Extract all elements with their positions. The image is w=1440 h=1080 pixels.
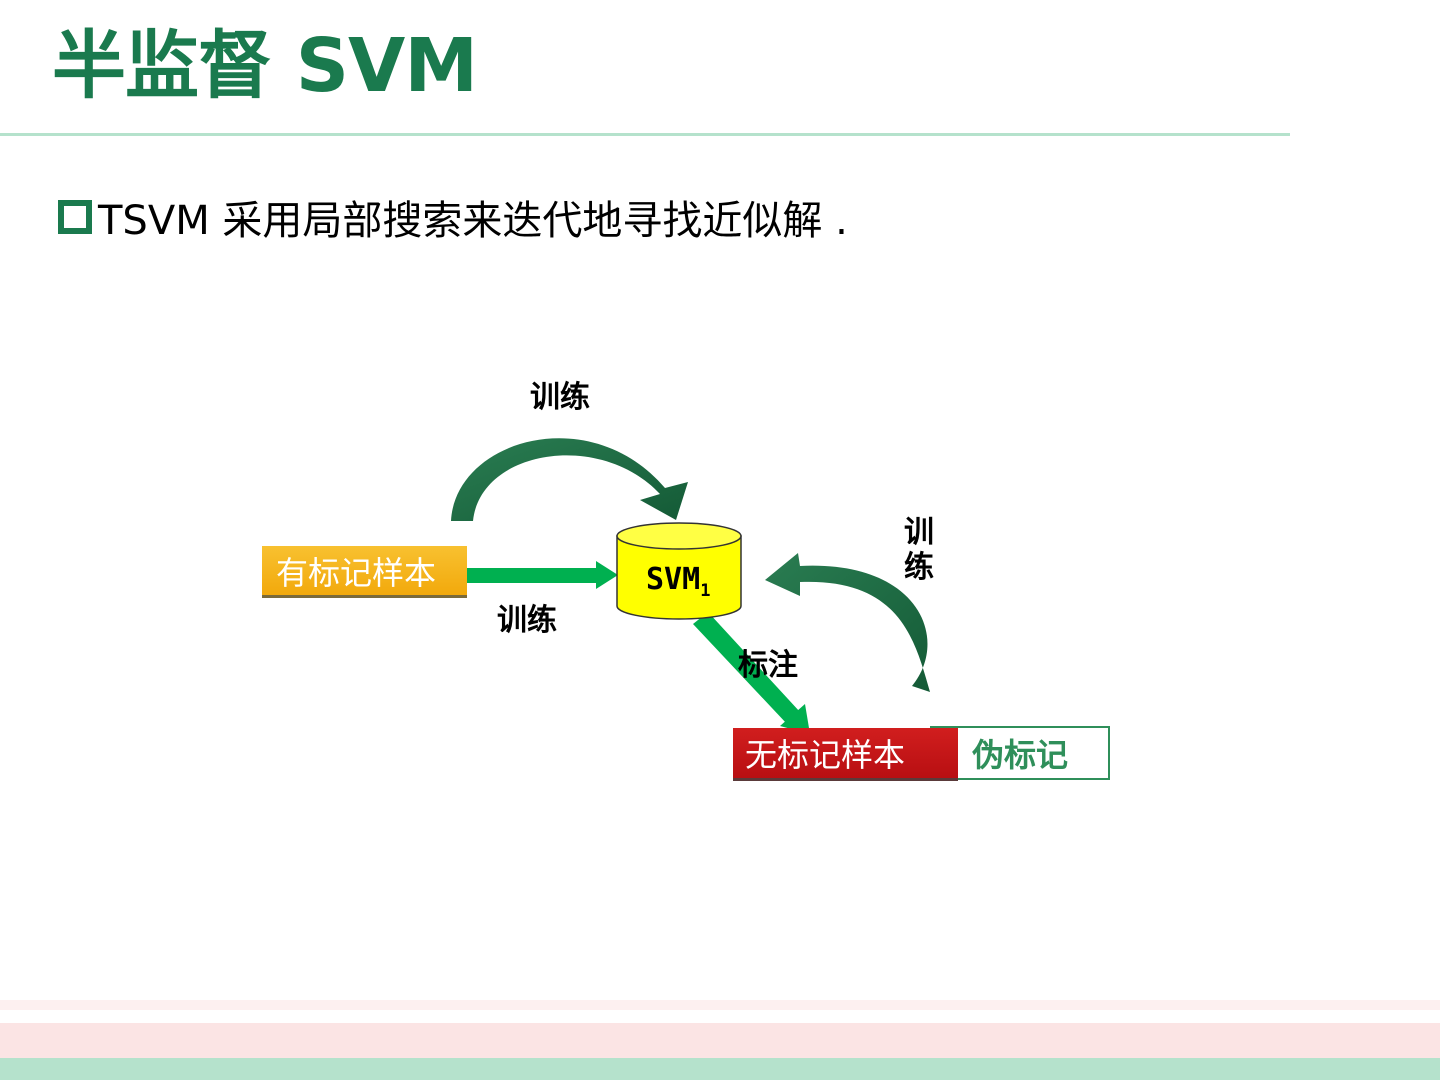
footer-stripe-green <box>0 1058 1440 1080</box>
title-divider <box>0 133 1290 136</box>
bullet-point: TSVM 采用局部搜索来迭代地寻找近似解 . <box>58 188 848 246</box>
footer-stripe-pink <box>0 1023 1440 1058</box>
labeled-samples-box: 有标记样本 <box>262 546 467 598</box>
train-label-top: 训练 <box>530 380 590 415</box>
train-label-right: 训 练 <box>904 515 934 585</box>
train-label-bottom: 训练 <box>497 603 557 638</box>
unlabeled-samples-box: 无标记样本 <box>733 728 958 781</box>
train-curve-arrow-right <box>765 553 930 692</box>
footer-stripe-thin <box>0 1000 1440 1010</box>
slide-title: 半监督 SVM <box>52 23 478 109</box>
svm-model-label: SVM1 <box>646 562 711 601</box>
train-arrow-straight <box>467 561 618 589</box>
bullet-text: TSVM 采用局部搜索来迭代地寻找近似解 . <box>98 198 848 244</box>
annotate-arrow <box>693 612 810 734</box>
annotate-label: 标注 <box>738 648 798 683</box>
pseudo-labels-box: 伪标记 <box>930 726 1110 780</box>
square-bullet-icon <box>58 200 92 234</box>
svm-cylinder <box>616 522 742 620</box>
train-curve-arrow-top <box>451 438 688 521</box>
